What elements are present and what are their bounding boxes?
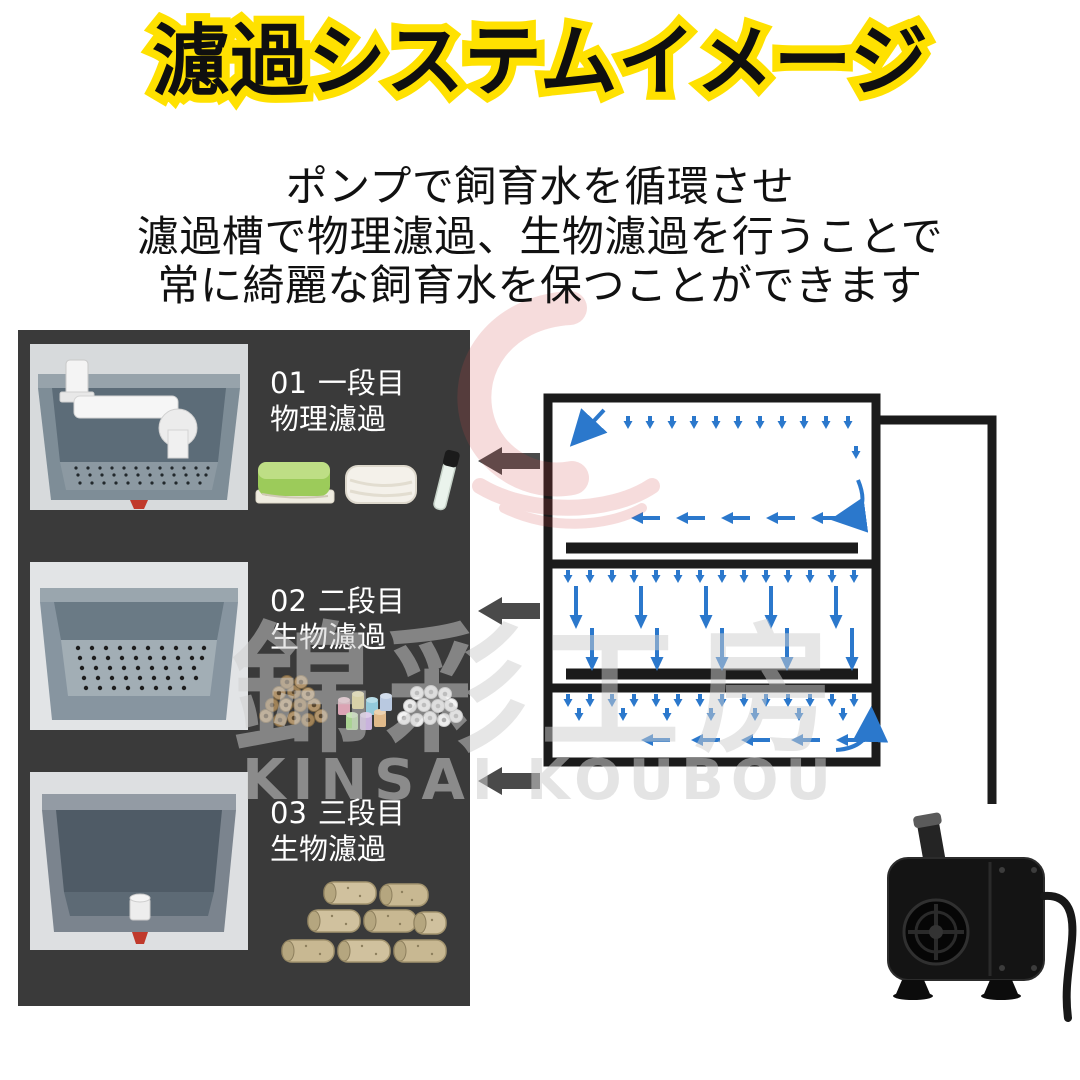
stage1-label: 01 一段目 物理濾過 — [270, 366, 405, 438]
stage2-filter-media-image — [259, 675, 463, 730]
stage1-name: 一段目 — [317, 366, 405, 400]
pump-suction-foot — [984, 980, 1018, 994]
stage2-filter-box-photo — [30, 562, 248, 730]
stage2-title: 02 二段目 — [270, 584, 405, 620]
stage3-type: 生物濾過 — [270, 831, 387, 866]
white-filter-wool-image — [345, 465, 417, 504]
cleaning-stick-image — [433, 449, 460, 511]
page-title-text: 濾過システムイメージ — [151, 17, 929, 107]
stage1-pointer-arrow-icon — [478, 447, 540, 475]
stage2-number: 02 — [270, 584, 307, 618]
white-ceramic-rings-image — [397, 685, 463, 727]
filter-tray-outline — [543, 393, 997, 804]
colored-ceramic-rings-image — [338, 691, 392, 730]
pump-power-cable — [1040, 891, 1077, 1022]
stage1-number: 01 — [270, 366, 307, 400]
stage3-pointer-arrow-icon — [478, 767, 540, 795]
stage3-name: 三段目 — [317, 796, 405, 830]
stage2-type: 生物濾過 — [270, 619, 387, 654]
page-title-outline: 濾過システムイメージ — [144, 11, 936, 113]
stage3-media-images — [280, 854, 448, 972]
stage2-media-images — [254, 672, 468, 734]
description-line-1: ポンプで飼育水を循環させ — [285, 162, 795, 211]
pump-pipe-line — [876, 415, 997, 804]
stage3-number: 03 — [270, 796, 307, 830]
green-filter-mat-image — [255, 462, 335, 504]
brown-ceramic-rings-image — [259, 675, 328, 727]
stage3-title: 03 三段目 — [270, 796, 405, 832]
water-pump-image — [887, 812, 1077, 1022]
stage1-media-images — [254, 440, 464, 518]
empty-filter-box-image — [30, 772, 248, 950]
pump-intake-grille — [902, 898, 970, 966]
description-text: ポンプで飼育水を循環させ 濾過槽で物理濾過、生物濾過を行うことで 常に綺麗な飼育… — [0, 162, 1080, 311]
filter-stages-panel: 01 一段目 物理濾過 — [18, 330, 470, 1006]
stage1-title: 01 一段目 — [270, 366, 405, 402]
water-flow-arrows — [561, 408, 889, 752]
stage2-label: 02 二段目 生物濾過 — [270, 584, 405, 656]
stage1-type: 物理濾過 — [270, 401, 387, 436]
stage2-name: 二段目 — [317, 584, 405, 618]
pump-outlet-nozzle — [913, 812, 946, 865]
filter-box-perforated-image — [30, 562, 248, 730]
description-line-3: 常に綺麗な飼育水を保つことができます — [157, 261, 923, 311]
bio-filter-sticks-image — [281, 881, 447, 963]
stage3-filter-box-photo — [30, 772, 248, 950]
stage1-filter-media-image — [255, 449, 460, 511]
stage2-pointer-arrow-icon — [478, 597, 540, 625]
description-line-2: 濾過槽で物理濾過、生物濾過を行うことで — [136, 211, 944, 261]
filter-box-with-pipe-image — [30, 344, 248, 510]
filtration-flow-diagram — [543, 393, 997, 804]
stage3-label: 03 三段目 生物濾過 — [270, 796, 405, 868]
stage1-filter-box-photo — [30, 344, 248, 510]
page-title: 濾過システムイメージ 濾過システムイメージ — [0, 11, 1080, 113]
pump-suction-foot — [896, 980, 930, 994]
